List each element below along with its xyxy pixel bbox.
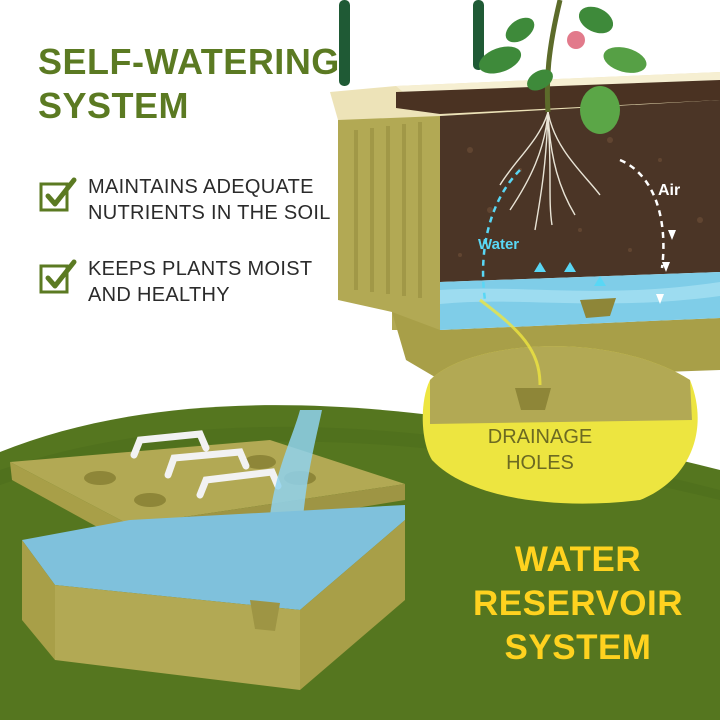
drainage-label-line-1: DRAINAGE xyxy=(487,426,593,448)
air-label: Air xyxy=(658,182,681,199)
checkmark-box-icon xyxy=(39,177,77,212)
reservoir-title-line-3: SYSTEM xyxy=(504,628,652,667)
headline-line-2: SYSTEM xyxy=(38,85,190,126)
headline: SELF-WATERING SYSTEM xyxy=(38,40,340,128)
plant-roots xyxy=(499,111,601,231)
drainage-hole xyxy=(515,388,551,410)
trellis-pole xyxy=(473,0,484,70)
water-label: Water xyxy=(478,236,520,253)
lid-handles xyxy=(130,430,282,499)
reservoir-water xyxy=(22,505,405,610)
reservoir-side xyxy=(22,540,55,660)
feature-text-line-2: AND HEALTHY xyxy=(88,284,230,306)
plant-leaves xyxy=(478,6,647,134)
plant-stem xyxy=(544,0,563,113)
feature-text: KEEPS PLANTS MOIST AND HEALTHY xyxy=(88,256,312,308)
feature-text-line-1: MAINTAINS ADEQUATE xyxy=(88,176,314,198)
soil-surface xyxy=(396,80,720,114)
feature-item: KEEPS PLANTS MOIST AND HEALTHY xyxy=(38,256,312,308)
drainage-label-line-2: HOLES xyxy=(506,452,574,474)
headline-line-1: SELF-WATERING xyxy=(38,41,340,82)
reservoir-title-line-2: RESERVOIR xyxy=(472,584,684,623)
reservoir-front xyxy=(55,585,300,690)
feature-item: MAINTAINS ADEQUATE NUTRIENTS IN THE SOIL xyxy=(38,174,331,226)
checkmark-box-icon xyxy=(39,259,77,294)
feature-text: MAINTAINS ADEQUATE NUTRIENTS IN THE SOIL xyxy=(88,174,331,226)
rose-bud xyxy=(567,31,585,49)
feature-text-line-1: KEEPS PLANTS MOIST xyxy=(88,258,313,280)
drainage-holes-label: DRAINAGE HOLES xyxy=(448,424,632,476)
soil-cross-section xyxy=(440,100,720,282)
reservoir-title: WATER RESERVOIR SYSTEM xyxy=(458,538,698,670)
reservoir-title-line-1: WATER xyxy=(514,540,642,579)
trellis-pole xyxy=(339,0,350,86)
air-arrow xyxy=(619,158,665,269)
water-arrow xyxy=(481,169,521,301)
feature-text-line-2: NUTRIENTS IN THE SOIL xyxy=(88,202,331,224)
